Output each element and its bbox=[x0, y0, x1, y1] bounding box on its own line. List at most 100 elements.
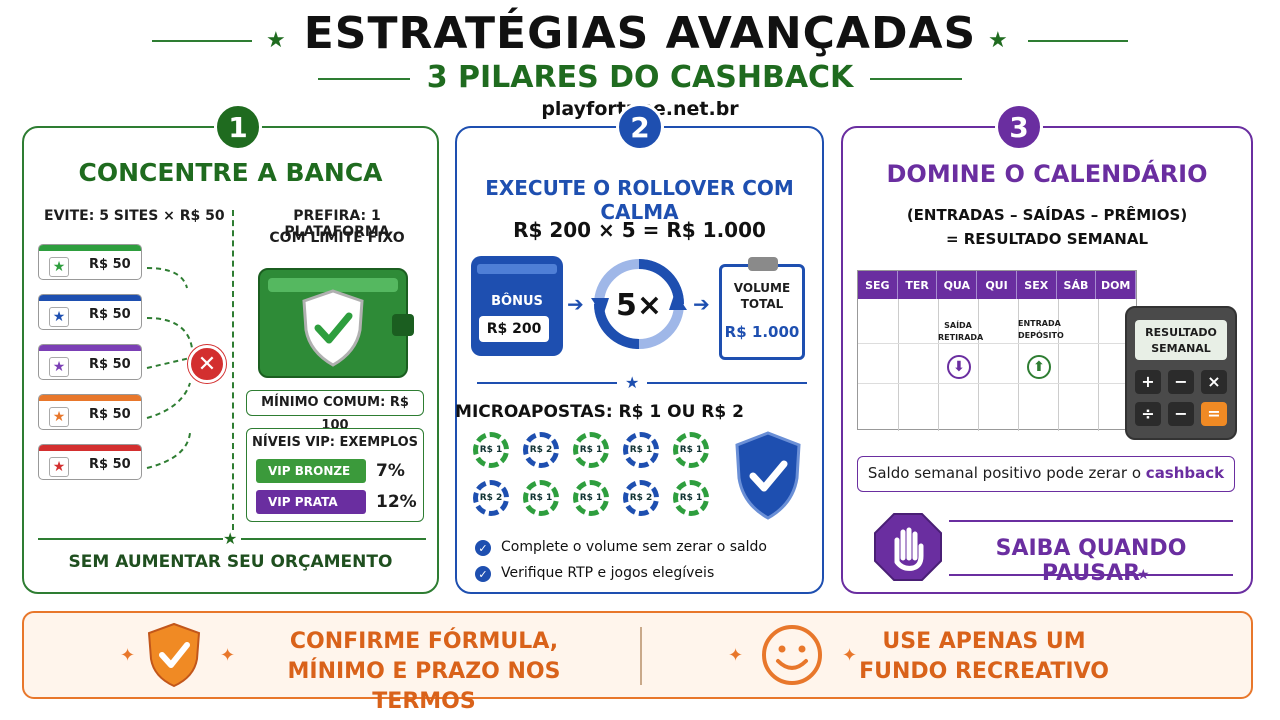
footer-right-line-2: FUNDO RECREATIVO bbox=[859, 659, 1109, 684]
pillar-3-badge: 3 bbox=[995, 103, 1043, 151]
site-card-value: R$ 50 bbox=[89, 407, 131, 422]
vip-bronze-pct: 7% bbox=[376, 461, 405, 481]
star-icon: ★ bbox=[49, 357, 69, 377]
site-card: ★R$ 50 bbox=[38, 244, 142, 280]
footer-right-line-1: USE APENAS UM bbox=[882, 629, 1086, 654]
chip-icon: R$ 2 bbox=[623, 480, 659, 516]
sparkle-icon: ✦ bbox=[842, 645, 858, 666]
pillar-1-title: CONCENTRE A BANCA bbox=[78, 158, 383, 187]
bonus-wallet: BÔNUS R$ 200 bbox=[471, 256, 563, 356]
chip-icon: R$ 2 bbox=[473, 480, 509, 516]
vip-prata-bar: VIP PRATA bbox=[256, 490, 366, 514]
vip-prata-pct: 12% bbox=[376, 492, 417, 512]
in-label-1: ENTRADA bbox=[1018, 319, 1061, 328]
out-label-1: SAÍDA bbox=[944, 321, 972, 330]
calendar-day: SÁB bbox=[1057, 271, 1097, 299]
up-arrow-icon: ⬆ bbox=[1027, 355, 1051, 379]
calendar-day: SEG bbox=[858, 271, 898, 299]
volume-clipboard: VOLUME TOTAL R$ 1.000 bbox=[719, 257, 805, 360]
header-line-right bbox=[1028, 40, 1128, 42]
footer-line-2 bbox=[241, 538, 426, 540]
sparkle-icon: ✦ bbox=[120, 645, 136, 666]
site-card-value: R$ 50 bbox=[89, 307, 131, 322]
prefer-label-1: PREFIRA: 1 PLATAFORMA bbox=[284, 208, 390, 240]
pillar-2-title: EXECUTE O ROLLOVER COM CALMA bbox=[485, 176, 794, 224]
chip-icon: R$ 2 bbox=[523, 432, 559, 468]
weekly-note-text: Saldo semanal positivo pode zerar o bbox=[867, 464, 1146, 482]
shield-check-icon bbox=[735, 431, 801, 520]
multiplier: 5× bbox=[615, 288, 662, 323]
vip-bronze-bar: VIP BRONZE bbox=[256, 459, 366, 483]
pillar-1-panel: CONCENTRE A BANCA EVITE: 5 SITES × R$ 50… bbox=[22, 126, 439, 594]
pillar-1-badge: 1 bbox=[214, 103, 262, 151]
x-icon: ✕ bbox=[188, 345, 226, 383]
pause-line bbox=[949, 520, 1233, 522]
check-text-2: Verifique RTP e jogos elegíveis bbox=[501, 565, 715, 581]
weekly-note-box: Saldo semanal positivo pode zerar o cash… bbox=[857, 456, 1235, 492]
footer-banner: ✦ ✦ CONFIRME FÓRMULA, MÍNIMO E PRAZO NOS… bbox=[22, 611, 1253, 714]
sparkle-icon: ✦ bbox=[220, 645, 236, 666]
pause-line bbox=[949, 574, 1233, 576]
cycle-arrows-icon bbox=[591, 259, 687, 349]
volume-label-2: TOTAL bbox=[740, 297, 784, 311]
site-card-value: R$ 50 bbox=[89, 257, 131, 272]
stop-hand-icon bbox=[874, 513, 942, 581]
header-line-left bbox=[152, 40, 252, 42]
pillar-3-title: DOMINE O CALENDÁRIO bbox=[886, 160, 1208, 188]
site-card-value: R$ 50 bbox=[89, 457, 131, 472]
divider-dashed bbox=[232, 210, 234, 530]
prefer-label-2: COM LIMITE FIXO bbox=[269, 230, 405, 246]
calc-label-2: SEMANAL bbox=[1151, 342, 1211, 355]
micro-title: MICROAPOSTAS: R$ 1 OU R$ 2 bbox=[455, 402, 744, 422]
footer-divider bbox=[640, 627, 642, 685]
calculator-icon: RESULTADO SEMANAL + − × ÷ − = bbox=[1125, 306, 1237, 440]
calendar-day: SEX bbox=[1017, 271, 1057, 299]
avoid-label: EVITE: 5 SITES × R$ 50 bbox=[44, 208, 225, 224]
page-subtitle: 3 PILARES DO CASHBACK bbox=[426, 60, 854, 95]
check-text-1: Complete o volume sem zerar o saldo bbox=[501, 539, 767, 555]
star-icon: ★ bbox=[223, 529, 238, 548]
shield-check-icon bbox=[302, 289, 364, 367]
pillar-2-panel: EXECUTE O ROLLOVER COM CALMA R$ 200 × 5 … bbox=[455, 126, 824, 594]
star-icon: ★ bbox=[625, 373, 640, 392]
page-title: ESTRATÉGIAS AVANÇADAS bbox=[303, 8, 977, 59]
star-icon: ★ bbox=[49, 407, 69, 427]
weekly-note-highlight: cashback bbox=[1145, 464, 1225, 482]
arrow-right-icon: ➔ bbox=[567, 292, 584, 316]
volume-label-1: VOLUME bbox=[733, 281, 791, 295]
calc-label-1: RESULTADO bbox=[1145, 326, 1217, 339]
footer-line-1 bbox=[38, 538, 223, 540]
out-label-2: RETIRADA bbox=[938, 333, 984, 342]
calendar-day: QUA bbox=[937, 271, 978, 299]
star-icon: ★ bbox=[49, 307, 69, 327]
chip-icon: R$ 1 bbox=[523, 480, 559, 516]
chip-icon: R$ 1 bbox=[623, 432, 659, 468]
site-card: ★ R$ 50 bbox=[38, 394, 142, 430]
sparkle-icon: ✦ bbox=[728, 645, 744, 666]
rollover-formula: R$ 200 × 5 = R$ 1.000 bbox=[513, 218, 766, 242]
min-common-box: MÍNIMO COMUM: R$ 100 bbox=[246, 390, 424, 433]
divider-line bbox=[477, 382, 617, 384]
volume-value: R$ 1.000 bbox=[724, 323, 800, 341]
star-icon: ★ bbox=[988, 28, 1008, 53]
chip-icon: R$ 1 bbox=[473, 432, 509, 468]
subtitle-line-left bbox=[318, 78, 410, 80]
check-icon: ✓ bbox=[475, 540, 491, 556]
down-arrow-icon: ⬇ bbox=[947, 355, 971, 379]
vip-title: NÍVEIS VIP: EXEMPLOS bbox=[251, 435, 419, 450]
chip-icon: R$ 1 bbox=[573, 432, 609, 468]
bonus-label: BÔNUS bbox=[491, 294, 543, 309]
pause-text: SAIBA QUANDO PAUSAR bbox=[995, 536, 1187, 586]
site-card: ★R$ 50 bbox=[38, 344, 142, 380]
pillar-1-footer: SEM AUMENTAR SEU ORÇAMENTO bbox=[68, 552, 393, 572]
check-icon: ✓ bbox=[475, 566, 491, 582]
footer-left-line-1: CONFIRME FÓRMULA, bbox=[289, 629, 559, 654]
calendar-day: DOM bbox=[1096, 271, 1137, 299]
site-card: ★ R$ 50 bbox=[38, 294, 142, 330]
calendar-day: TER bbox=[898, 271, 938, 299]
formula-line-1: (ENTRADAS – SAÍDAS – PRÊMIOS) bbox=[906, 206, 1188, 224]
arrows-to-x bbox=[146, 267, 193, 469]
shield-check-icon bbox=[147, 622, 201, 688]
calendar-day: QUI bbox=[977, 271, 1017, 299]
